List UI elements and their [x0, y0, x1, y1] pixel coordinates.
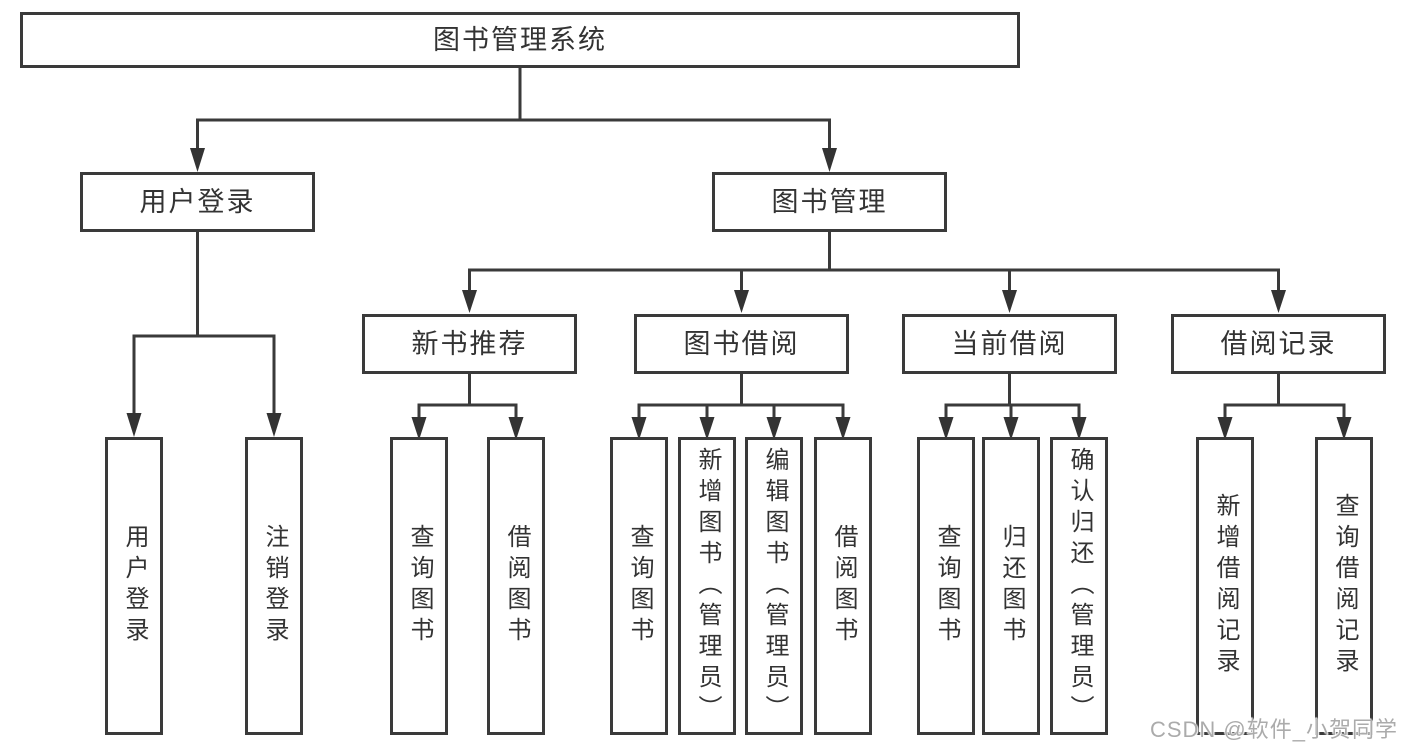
- leaf-current-confirm-return-admin-label: 确认归还（管理员）: [1066, 446, 1093, 726]
- node-user-login-label: 用户登录: [139, 186, 256, 217]
- leaf-logout-label: 注销登录: [261, 524, 288, 648]
- node-book-management: 图书管理: [712, 172, 947, 232]
- leaf-records-query-record: 查询借阅记录: [1315, 437, 1373, 735]
- node-borrow-records-label: 借阅记录: [1220, 328, 1337, 359]
- leaf-borrow-query-books: 查询图书: [610, 437, 668, 735]
- node-user-login: 用户登录: [80, 172, 315, 232]
- leaf-recommend-query-books-label: 查询图书: [406, 524, 433, 648]
- node-current-borrow: 当前借阅: [902, 314, 1117, 374]
- node-current-borrow-label: 当前借阅: [951, 328, 1068, 359]
- leaf-recommend-borrow-books: 借阅图书: [487, 437, 545, 735]
- leaf-borrow-edit-books-admin: 编辑图书（管理员）: [745, 437, 803, 735]
- node-root: 图书管理系统: [20, 12, 1020, 68]
- leaf-recommend-borrow-books-label: 借阅图书: [503, 524, 530, 648]
- leaf-current-return-books: 归还图书: [982, 437, 1040, 735]
- leaf-user-login: 用户登录: [105, 437, 163, 735]
- node-book-borrow: 图书借阅: [634, 314, 849, 374]
- node-new-book-recommend-label: 新书推荐: [411, 328, 528, 359]
- leaf-borrow-add-books-admin: 新增图书（管理员）: [678, 437, 736, 735]
- leaf-records-add-record: 新增借阅记录: [1196, 437, 1254, 735]
- leaf-records-query-record-label: 查询借阅记录: [1331, 493, 1358, 679]
- node-root-label: 图书管理系统: [433, 24, 607, 55]
- node-new-book-recommend: 新书推荐: [362, 314, 577, 374]
- leaf-user-login-label: 用户登录: [121, 524, 148, 648]
- leaf-borrow-borrow-books: 借阅图书: [814, 437, 872, 735]
- leaf-current-confirm-return-admin: 确认归还（管理员）: [1050, 437, 1108, 735]
- leaf-logout: 注销登录: [245, 437, 303, 735]
- leaf-records-add-record-label: 新增借阅记录: [1212, 493, 1239, 679]
- leaf-recommend-query-books: 查询图书: [390, 437, 448, 735]
- leaf-current-query-books: 查询图书: [917, 437, 975, 735]
- node-book-borrow-label: 图书借阅: [683, 328, 800, 359]
- leaf-borrow-add-books-admin-label: 新增图书（管理员）: [694, 446, 721, 726]
- leaf-borrow-borrow-books-label: 借阅图书: [830, 524, 857, 648]
- leaf-borrow-edit-books-admin-label: 编辑图书（管理员）: [761, 446, 788, 726]
- leaf-current-query-books-label: 查询图书: [933, 524, 960, 648]
- node-book-management-label: 图书管理: [771, 186, 888, 217]
- csdn-watermark: CSDN @软件_小贺同学: [1149, 717, 1398, 742]
- leaf-current-return-books-label: 归还图书: [998, 524, 1025, 648]
- leaf-borrow-query-books-label: 查询图书: [626, 524, 653, 648]
- node-borrow-records: 借阅记录: [1171, 314, 1386, 374]
